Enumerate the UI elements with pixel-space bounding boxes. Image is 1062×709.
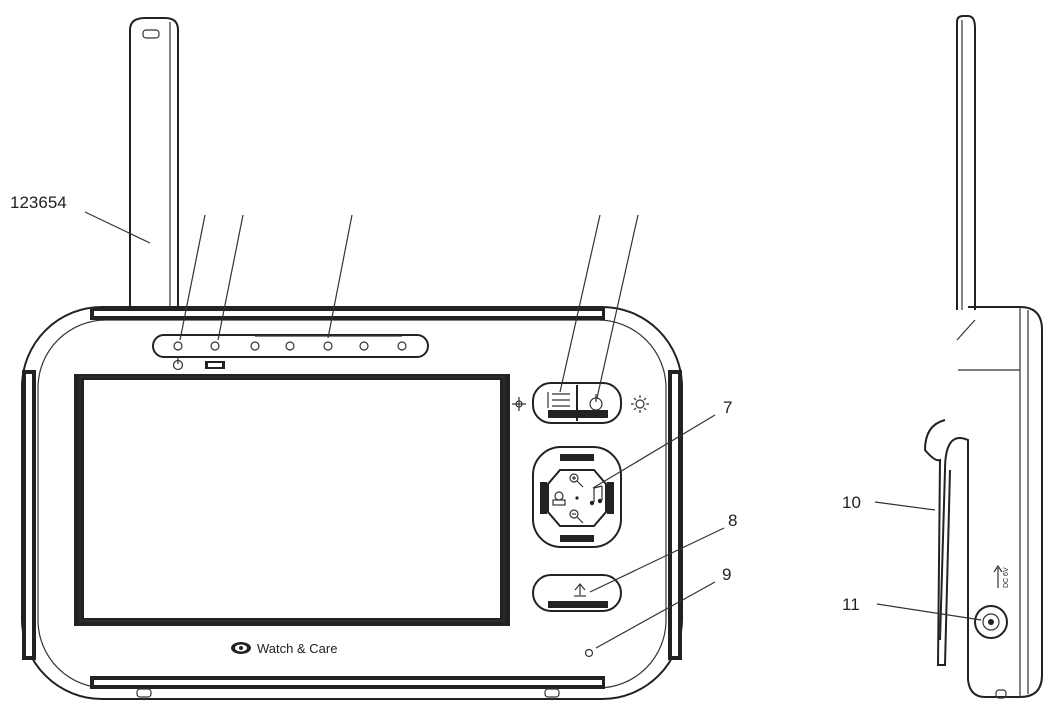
sound-led-1 bbox=[250, 341, 260, 351]
camera-icon[interactable] bbox=[552, 491, 566, 506]
zoom-out-icon[interactable] bbox=[569, 509, 584, 524]
monitor-body bbox=[21, 306, 683, 700]
dpad[interactable] bbox=[532, 446, 622, 548]
lcd-screen bbox=[74, 374, 510, 626]
antenna bbox=[129, 17, 179, 310]
crosshair-icon bbox=[512, 397, 526, 411]
microphone-hole bbox=[584, 648, 594, 658]
callout-talk-button: 8 bbox=[728, 511, 737, 530]
battery-led bbox=[210, 341, 220, 351]
dc-arrow-icon bbox=[993, 564, 1003, 588]
brand-logo: Watch & Care bbox=[231, 641, 337, 656]
callout-group-top: 123654 bbox=[10, 193, 67, 212]
callout-dpad: 7 bbox=[723, 398, 732, 417]
music-note-icon[interactable] bbox=[589, 485, 603, 506]
front-view: Watch & Care 123654 7 8 9 bbox=[10, 17, 737, 700]
menu-button[interactable] bbox=[545, 387, 575, 419]
menu-power-button-group bbox=[512, 382, 649, 424]
callout-microphone: 9 bbox=[722, 565, 731, 584]
side-view: DC 6V 10 11 bbox=[842, 15, 1043, 699]
power-icon bbox=[172, 358, 184, 371]
sound-led-5 bbox=[397, 341, 407, 351]
antenna-side bbox=[956, 15, 976, 310]
stand bbox=[923, 419, 951, 666]
sound-led-2 bbox=[285, 341, 295, 351]
callout-stand: 10 bbox=[842, 493, 861, 512]
brightness-icon bbox=[631, 395, 649, 413]
zoom-in-icon[interactable] bbox=[569, 473, 584, 488]
dc-jack-label: DC 6V bbox=[1003, 567, 1010, 588]
leader-lines-front bbox=[84, 211, 725, 649]
brand-text: Watch & Care bbox=[257, 641, 337, 656]
dc-jack[interactable] bbox=[974, 605, 1008, 639]
callout-dc-jack: 11 bbox=[842, 595, 860, 614]
talk-button[interactable] bbox=[532, 574, 622, 612]
sound-led-3 bbox=[323, 341, 333, 351]
sound-led-4 bbox=[359, 341, 369, 351]
body-side bbox=[939, 306, 1043, 698]
antenna-clip-icon bbox=[142, 29, 160, 39]
power-led bbox=[173, 341, 183, 351]
indicator-strip bbox=[152, 334, 429, 371]
power-button[interactable] bbox=[579, 387, 609, 419]
